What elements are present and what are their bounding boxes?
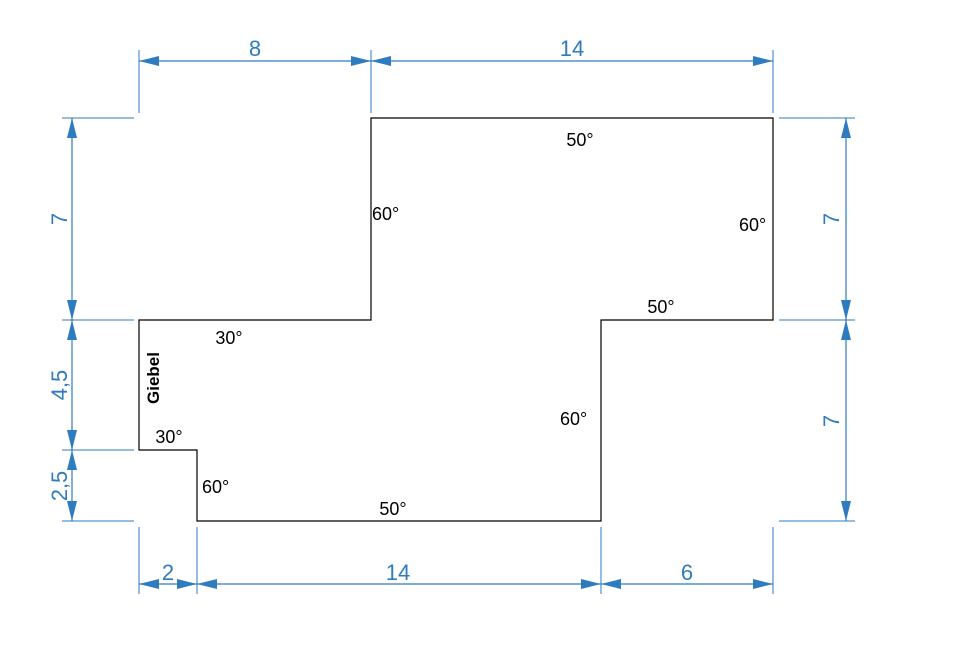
angle-upper-step: 50° — [647, 297, 674, 317]
angle-top-edge: 50° — [566, 130, 593, 150]
dimension-left-lower: 2,5 — [47, 450, 77, 521]
angle-right-edge: 60° — [739, 215, 766, 235]
dim-label-top-left: 8 — [249, 36, 261, 61]
dim-label-right-upper: 7 — [819, 213, 844, 225]
dimension-left-middle: 4,5 — [47, 320, 77, 450]
dimension-bottom-left: 2 — [139, 560, 197, 589]
gable-label: Giebel — [144, 352, 163, 404]
dim-label-left-middle: 4,5 — [47, 370, 72, 401]
dim-label-left-upper: 7 — [47, 213, 72, 225]
building-outline — [138, 117, 774, 522]
dim-label-bottom-middle: 14 — [386, 560, 410, 585]
angle-left-step: 30° — [215, 328, 242, 348]
dim-label-right-lower: 7 — [819, 415, 844, 427]
dimension-right-lower: 7 — [819, 320, 851, 521]
angle-bottom-edge: 50° — [379, 499, 406, 519]
dimension-left-upper: 7 — [47, 118, 77, 320]
angle-upper-left-vertical: 60° — [372, 204, 399, 224]
angle-small-step: 30° — [155, 427, 182, 447]
angle-lower-left-vertical: 60° — [202, 477, 229, 497]
dim-label-top-right: 14 — [560, 36, 584, 61]
dimension-right-upper: 7 — [819, 118, 851, 320]
dimension-top-right: 14 — [371, 36, 773, 66]
dim-label-bottom-left: 2 — [162, 560, 174, 585]
dim-label-bottom-right: 6 — [681, 560, 693, 585]
dim-label-left-lower: 2,5 — [47, 471, 72, 502]
angle-middle-vertical: 60° — [560, 409, 587, 429]
dimension-top-left: 8 — [139, 36, 371, 66]
extension-lines — [62, 50, 855, 594]
dimension-bottom-middle: 14 — [197, 560, 601, 589]
dimension-bottom-right: 6 — [601, 560, 773, 589]
